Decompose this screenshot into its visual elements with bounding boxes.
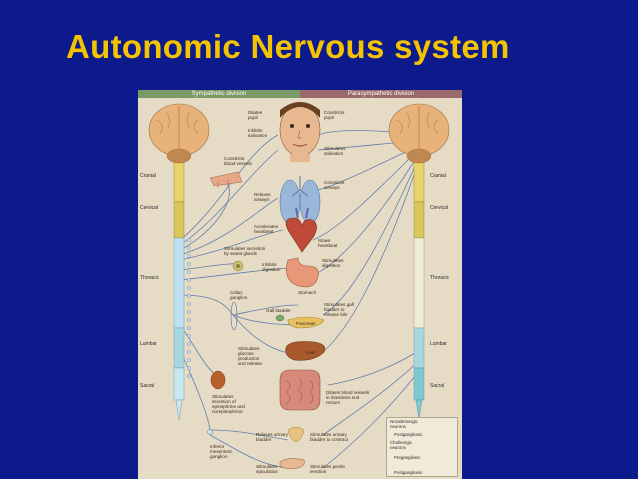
left-region-cranial: Cranial <box>140 173 156 179</box>
label-penile-erection: Stimulates penile erection <box>310 464 345 474</box>
label-bladder-contract: Stimulates urinary bladder to contract <box>310 432 349 442</box>
slide-title: Autonomic Nervous system <box>66 28 510 65</box>
sympathetic-division-header: Sympathetic division <box>138 90 300 98</box>
intestines-icon <box>279 369 321 411</box>
label-constricts-pupil: Constricts pupil <box>324 110 345 120</box>
sympathetic-nerves <box>179 134 309 469</box>
label-relaxes-airways: Relaxes airways <box>254 192 271 202</box>
label-celiac-ganglion: Celiac ganglion <box>230 290 248 300</box>
label-gall-bladder-bile: Stimulates gall bladder to release bile <box>324 302 354 317</box>
label-sweat-glands: Stimulates secretion by sweat glands <box>224 246 266 256</box>
right-region-cranial: Cranial <box>430 173 446 179</box>
label-stomach: Stomach <box>298 290 317 295</box>
celiac-ganglion-icon <box>230 301 238 331</box>
adrenal-gland-icon <box>210 370 226 390</box>
label-gall-bladder: Gall bladder <box>266 308 291 313</box>
autonomic-nervous-system-diagram: Sympathetic division Parasympathetic div… <box>138 90 462 479</box>
left-brain-icon <box>148 103 210 164</box>
label-accelerates-heartbeat: Accelerates heartbeat <box>254 224 279 234</box>
label-pancreas: Pancreas <box>296 321 316 326</box>
label-liver: Liver <box>306 350 316 355</box>
legend-cholinergic: Cholinergic neurons <box>390 440 412 450</box>
label-inhibits-salivation: Inhibits salivation <box>248 128 268 138</box>
face-icon <box>279 102 321 162</box>
left-region-cervical: Cervical <box>140 205 159 211</box>
blood-vessel-icon <box>209 171 243 188</box>
left-region-lumbar: Lumbar <box>140 341 157 347</box>
stomach-icon <box>286 257 319 288</box>
label-slows-heartbeat: Slows heartbeat <box>318 238 338 248</box>
parasympathetic-nerves <box>312 130 421 469</box>
right-region-cervical: Cervical <box>430 205 449 211</box>
neuron-legend <box>386 417 458 477</box>
lungs-icon <box>279 176 321 225</box>
label-constricts-blood-vessels: Constricts blood vessels <box>224 156 252 166</box>
label-stimulates-salivation: Stimulates salivation <box>324 146 346 156</box>
right-region-lumbar: Lumbar <box>430 341 447 347</box>
label-glucose-release: Stimulates glucose production and releas… <box>238 346 263 366</box>
pancreas-icon <box>275 314 325 329</box>
parasympathetic-division-header: Parasympathetic division <box>300 90 462 98</box>
right-brain-icon <box>388 103 450 164</box>
label-stimulates-digestion: Stimulates digestion <box>322 258 344 268</box>
label-inferior-mesenteric-ganglion: Inferior mesenteric ganglion <box>210 444 233 459</box>
label-dilates-blood-vessels: Dilates blood vessels in intestines and … <box>326 390 370 405</box>
label-constricts-airways: Constricts airways <box>324 180 345 190</box>
left-spinal-cord <box>173 159 191 421</box>
label-relaxes-bladder: Relaxes urinary bladder <box>256 432 288 442</box>
label-inhibits-digestion: Inhibits digestion <box>262 262 281 272</box>
left-region-thoracic: Thoracic <box>140 275 160 281</box>
reproductive-organ-icon <box>279 458 305 469</box>
liver-icon <box>285 341 326 361</box>
label-dilates-pupil: Dilates pupil <box>248 110 263 120</box>
legend-cholinergic-postganglionic: Postganglionic <box>394 470 423 475</box>
right-region-sacral: Sacral <box>430 383 445 389</box>
mesenteric-ganglion-icon <box>207 429 213 435</box>
legend-noradrenergic-postganglionic: Postganglionic <box>394 432 423 437</box>
legend-cholinergic-preganglionic: Preganglionic <box>394 455 421 460</box>
right-region-thoracic: Thoracic <box>430 275 450 281</box>
legend-noradrenergic: Noradrenergic neurons <box>390 419 418 429</box>
bladder-icon <box>287 426 305 443</box>
left-region-sacral: Sacral <box>140 383 155 389</box>
heart-icon <box>285 207 317 253</box>
label-epinephrine-secretion: Stimulates secretion of epinephrine and … <box>212 394 245 414</box>
sweat-gland-icon <box>232 260 244 272</box>
label-stimulates-ejaculation: Stimulates ejaculation <box>256 464 278 474</box>
right-spinal-cord <box>413 159 425 421</box>
